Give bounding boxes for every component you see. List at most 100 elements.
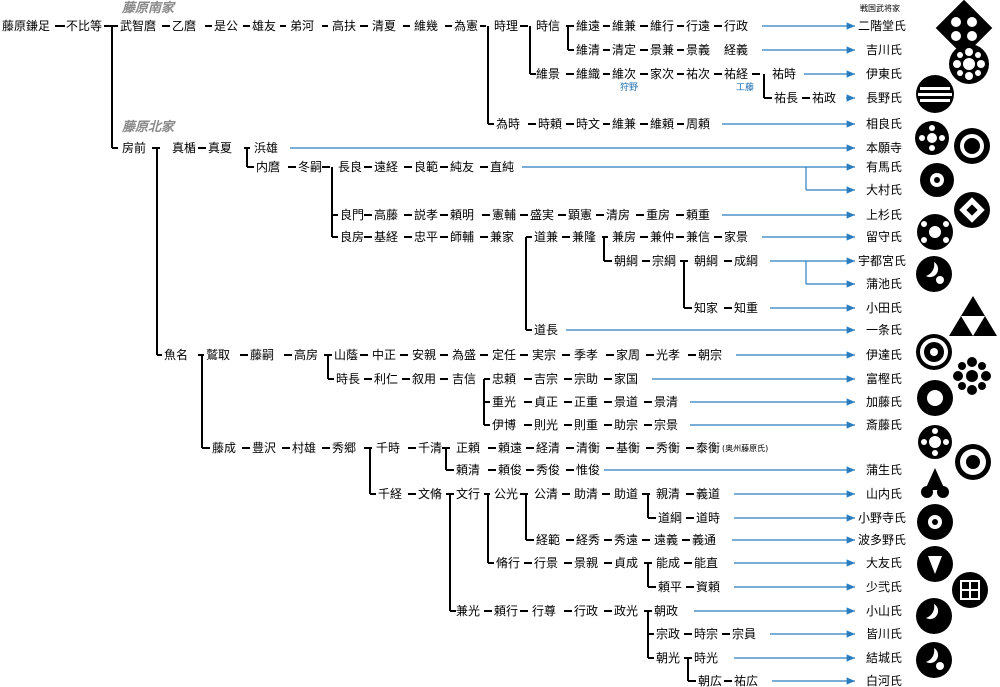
person-suketsune: 祐経 xyxy=(724,67,748,81)
person-yoritoshi: 頼俊 xyxy=(498,462,522,477)
person-koremoto: 維幾 xyxy=(414,19,438,33)
clan-utsunomiya: 宇都宮氏 xyxy=(858,253,906,268)
person-uona: 魚名 xyxy=(164,347,188,362)
person-michitoki: 道時 xyxy=(696,511,720,525)
person-sukeyuki: 脩行 xyxy=(496,556,520,570)
person-tokiyori: 時頼 xyxy=(538,117,562,131)
person-yoriyuki: 頼行 xyxy=(494,604,518,618)
person-korehiro: 伊博 xyxy=(492,417,516,432)
person-sukekiyo: 助清 xyxy=(574,487,598,501)
person-takafuji: 高扶 xyxy=(332,18,356,33)
person-sadanari: 貞成 xyxy=(614,556,638,570)
flower-crest-icon xyxy=(917,214,953,250)
clan-minagawa: 皆川氏 xyxy=(866,627,902,641)
person-tomotsuna: 朝綱 xyxy=(614,254,638,268)
person-korekiyo: 維清 xyxy=(576,43,600,57)
person-sumitomo: 純友 xyxy=(450,160,474,174)
person-koretoo: 維遠 xyxy=(576,19,600,33)
person-yoriaki: 頼明 xyxy=(450,208,474,222)
flower-crest-icon xyxy=(917,504,953,540)
person-noriyuki: 憲輔 xyxy=(492,207,516,222)
person-tadayori: 忠頼 xyxy=(492,372,516,386)
person-hidetoo: 秀遠 xyxy=(614,533,638,547)
person-masashige: 正重 xyxy=(574,395,598,409)
person-tokimasa: 時理 xyxy=(494,19,518,33)
person-sukehiro: 祐広 xyxy=(734,674,758,687)
person-chikakiyo: 親清 xyxy=(656,487,680,501)
clan-shirakawa: 白河氏 xyxy=(866,673,902,687)
clan-otomo: 大友氏 xyxy=(866,556,902,570)
person-hamao: 浜雄 xyxy=(254,140,278,155)
person-michinaga: 道長 xyxy=(534,323,558,337)
person-koretsugu: 維次 xyxy=(612,67,636,81)
tree-lines xyxy=(55,25,810,682)
clan-ito: 伊東氏 xyxy=(866,67,902,81)
triforce-crest-icon xyxy=(949,296,997,336)
person-otomaro: 乙麿 xyxy=(172,18,196,33)
person-norimochi: 叙用 xyxy=(412,372,436,386)
person-sukeyori: 資頼 xyxy=(696,580,720,594)
clan-honganji: 本願寺 xyxy=(866,141,902,155)
person-iechika: 家周 xyxy=(616,347,640,362)
person-masayori: 正頼 xyxy=(456,441,480,455)
person-suketsugu: 祐次 xyxy=(686,67,710,81)
header-hokke: 藤原北家 xyxy=(121,119,176,135)
family-crests xyxy=(915,0,997,678)
person-yukinori: 行景 xyxy=(534,556,558,570)
person-hidehira: 秀衡 xyxy=(656,441,680,455)
person-mototsune: 遠経 xyxy=(374,160,398,174)
clan-oyama: 小山氏 xyxy=(866,604,902,618)
person-tomoshige: 知重 xyxy=(734,301,758,315)
fan-crest-icon xyxy=(917,546,953,582)
person-otomo: 弟河 xyxy=(290,19,314,33)
person-munemasa: 宗政 xyxy=(656,626,680,641)
flower-crest-icon xyxy=(918,425,952,459)
person-yoshimune: 吉宗 xyxy=(534,371,558,386)
note-oshu: (奥州藤原氏) xyxy=(722,443,768,453)
person-fusasaki: 房前 xyxy=(122,140,146,155)
clan-omura: 大村氏 xyxy=(866,183,902,197)
person-morosuke: 師輔 xyxy=(450,230,474,244)
person-kamatari: 藤原鎌足 xyxy=(2,18,50,33)
flower-crest-icon xyxy=(920,163,954,197)
person-sanemune: 実宗 xyxy=(532,347,556,362)
person-chiharu: 千清 xyxy=(418,441,442,455)
person-munesuke: 宗助 xyxy=(574,371,598,386)
person-akinori: 顕憲 xyxy=(568,207,592,222)
mitsudomoe-icon xyxy=(916,256,952,292)
person-sadamasa: 貞正 xyxy=(534,395,558,409)
person-koreori: 維織 xyxy=(576,67,600,81)
person-munekage: 宗景 xyxy=(654,417,678,432)
person-tsuneyoshi: 経義 xyxy=(724,42,748,57)
person-yukimasa2: 行政 xyxy=(574,604,598,618)
person-kagekiyo: 景清 xyxy=(654,395,678,409)
clan-yuki: 結城氏 xyxy=(866,651,902,665)
person-yoshimichi2: 義通 xyxy=(692,532,716,547)
clan-uesugi: 上杉氏 xyxy=(866,208,902,222)
person-nagara: 長良 xyxy=(338,159,362,174)
clan-hatano: 波多野氏 xyxy=(858,533,906,547)
person-kagemichi: 景道 xyxy=(614,395,638,409)
person-yorito: 頼遠 xyxy=(498,441,522,455)
clan-shoni: 少弐氏 xyxy=(866,580,902,594)
person-kanemitsu: 兼光 xyxy=(456,604,480,618)
person-chitoki: 千時 xyxy=(376,441,400,455)
person-naritsuna: 成綱 xyxy=(734,254,758,268)
person-shigemitsu: 重光 xyxy=(492,395,516,409)
person-tooyoshi: 遠義 xyxy=(654,532,678,547)
ring-crest-icon xyxy=(954,128,990,164)
clan-yamanouchi: 山内氏 xyxy=(866,487,902,501)
person-michikane: 道兼 xyxy=(534,230,558,244)
clan-arrows xyxy=(290,22,855,685)
person-kageyoshi: 景義 xyxy=(686,42,710,57)
person-takafusa: 高房 xyxy=(294,347,318,362)
person-tokinaga: 時長 xyxy=(336,372,360,386)
person-fuhito: 不比等 xyxy=(66,19,102,33)
clan-sagara: 相良氏 xyxy=(866,116,902,131)
person-tsunehide: 経秀 xyxy=(576,533,600,547)
header-sengoku: 戦国武将家 xyxy=(860,3,900,13)
diamond-crest-icon xyxy=(954,192,990,228)
clan-rusu: 留守氏 xyxy=(866,230,902,244)
person-toyosawa: 豊沢 xyxy=(252,441,276,455)
